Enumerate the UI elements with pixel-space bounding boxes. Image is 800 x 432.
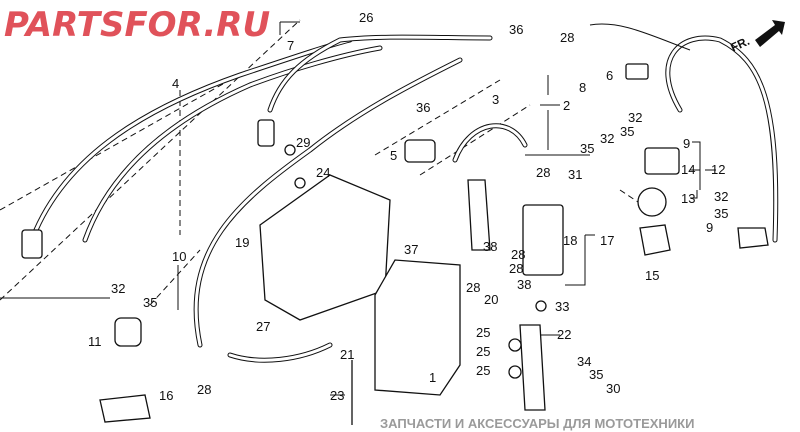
callout: 36 <box>509 22 523 37</box>
nut-33 <box>535 300 547 312</box>
callout: 28 <box>509 261 523 276</box>
fuse-holder <box>257 119 275 147</box>
callout: 15 <box>645 268 659 283</box>
watermark-brand: PARTSFOR.RU <box>4 5 270 45</box>
callout: 3 <box>492 92 499 107</box>
regulator <box>644 147 680 175</box>
front-direction-indicator: FR. <box>728 20 785 55</box>
callout: 14 <box>681 162 695 177</box>
callout: 12 <box>711 162 725 177</box>
callout: 35 <box>589 367 603 382</box>
callout: 25 <box>476 344 490 359</box>
relay-11 <box>114 317 142 347</box>
callout: 38 <box>483 239 497 254</box>
parts <box>21 63 769 425</box>
callout: 28 <box>511 247 525 262</box>
fuse-box <box>522 204 564 276</box>
watermark: ЗАПЧАСТИ И АКСЕССУАРЫ ДЛЯ МОТОТЕХНИКИ PA… <box>4 5 694 431</box>
bolt-24 <box>294 177 306 189</box>
callout: 35 <box>580 141 594 156</box>
callout: 32 <box>628 110 642 125</box>
callout: 6 <box>606 68 613 83</box>
cap <box>737 227 769 249</box>
callout: 27 <box>256 319 270 334</box>
callout: 36 <box>416 100 430 115</box>
callout: 35 <box>714 206 728 221</box>
nut <box>508 338 522 352</box>
callouts: 26 7 4 36 28 6 8 3 2 36 32 35 32 9 35 5 … <box>88 10 728 403</box>
callout: 21 <box>340 347 354 362</box>
callout: 31 <box>568 167 582 182</box>
callout: 23 <box>330 388 344 403</box>
connector <box>21 229 43 259</box>
callout: 8 <box>579 80 586 95</box>
callout: 26 <box>359 10 373 25</box>
callout: 11 <box>88 334 102 349</box>
callout: 28 <box>560 30 574 45</box>
callout: 17 <box>600 233 614 248</box>
cap-6 <box>625 63 649 80</box>
cover-16 <box>99 394 151 423</box>
callout: 30 <box>606 381 620 396</box>
callout: 22 <box>557 327 571 342</box>
callout: 1 <box>429 370 436 385</box>
watermark-tagline: ЗАПЧАСТИ И АКСЕССУАРЫ ДЛЯ МОТОТЕХНИКИ <box>380 416 694 431</box>
direction-label: FR. <box>728 34 751 55</box>
leader-lines <box>0 19 716 396</box>
callout: 9 <box>706 220 713 235</box>
callout: 35 <box>620 124 634 139</box>
stay <box>519 324 546 411</box>
callout: 18 <box>563 233 577 248</box>
callout: 25 <box>476 325 490 340</box>
callout: 24 <box>316 165 330 180</box>
callout: 7 <box>287 38 294 53</box>
callout: 20 <box>484 292 498 307</box>
callout: 25 <box>476 363 490 378</box>
callout: 16 <box>159 388 173 403</box>
battery-case <box>259 174 391 321</box>
callout: 38 <box>517 277 531 292</box>
starter-relay <box>637 187 667 217</box>
terminal-cover <box>404 139 436 163</box>
arrow-icon <box>755 20 785 47</box>
callout: 32 <box>600 131 614 146</box>
callout: 19 <box>235 235 249 250</box>
nut-29 <box>284 144 296 156</box>
nut <box>508 365 522 379</box>
callout: 37 <box>404 242 418 257</box>
wire-harness <box>27 23 779 363</box>
callout: 32 <box>111 281 125 296</box>
callout: 28 <box>536 165 550 180</box>
bracket <box>467 179 491 251</box>
callout: 28 <box>197 382 211 397</box>
callout: 34 <box>577 354 591 369</box>
callout: 35 <box>143 295 157 310</box>
callout: 13 <box>681 191 695 206</box>
callout: 29 <box>296 135 310 150</box>
callout: 32 <box>714 189 728 204</box>
relay-cover <box>639 224 671 256</box>
callout: 33 <box>555 299 569 314</box>
callout: 2 <box>563 98 570 113</box>
callout: 9 <box>683 136 690 151</box>
callout: 10 <box>172 249 186 264</box>
battery <box>374 259 461 396</box>
callout: 28 <box>466 280 480 295</box>
callout: 5 <box>390 148 397 163</box>
callout: 4 <box>172 76 179 91</box>
